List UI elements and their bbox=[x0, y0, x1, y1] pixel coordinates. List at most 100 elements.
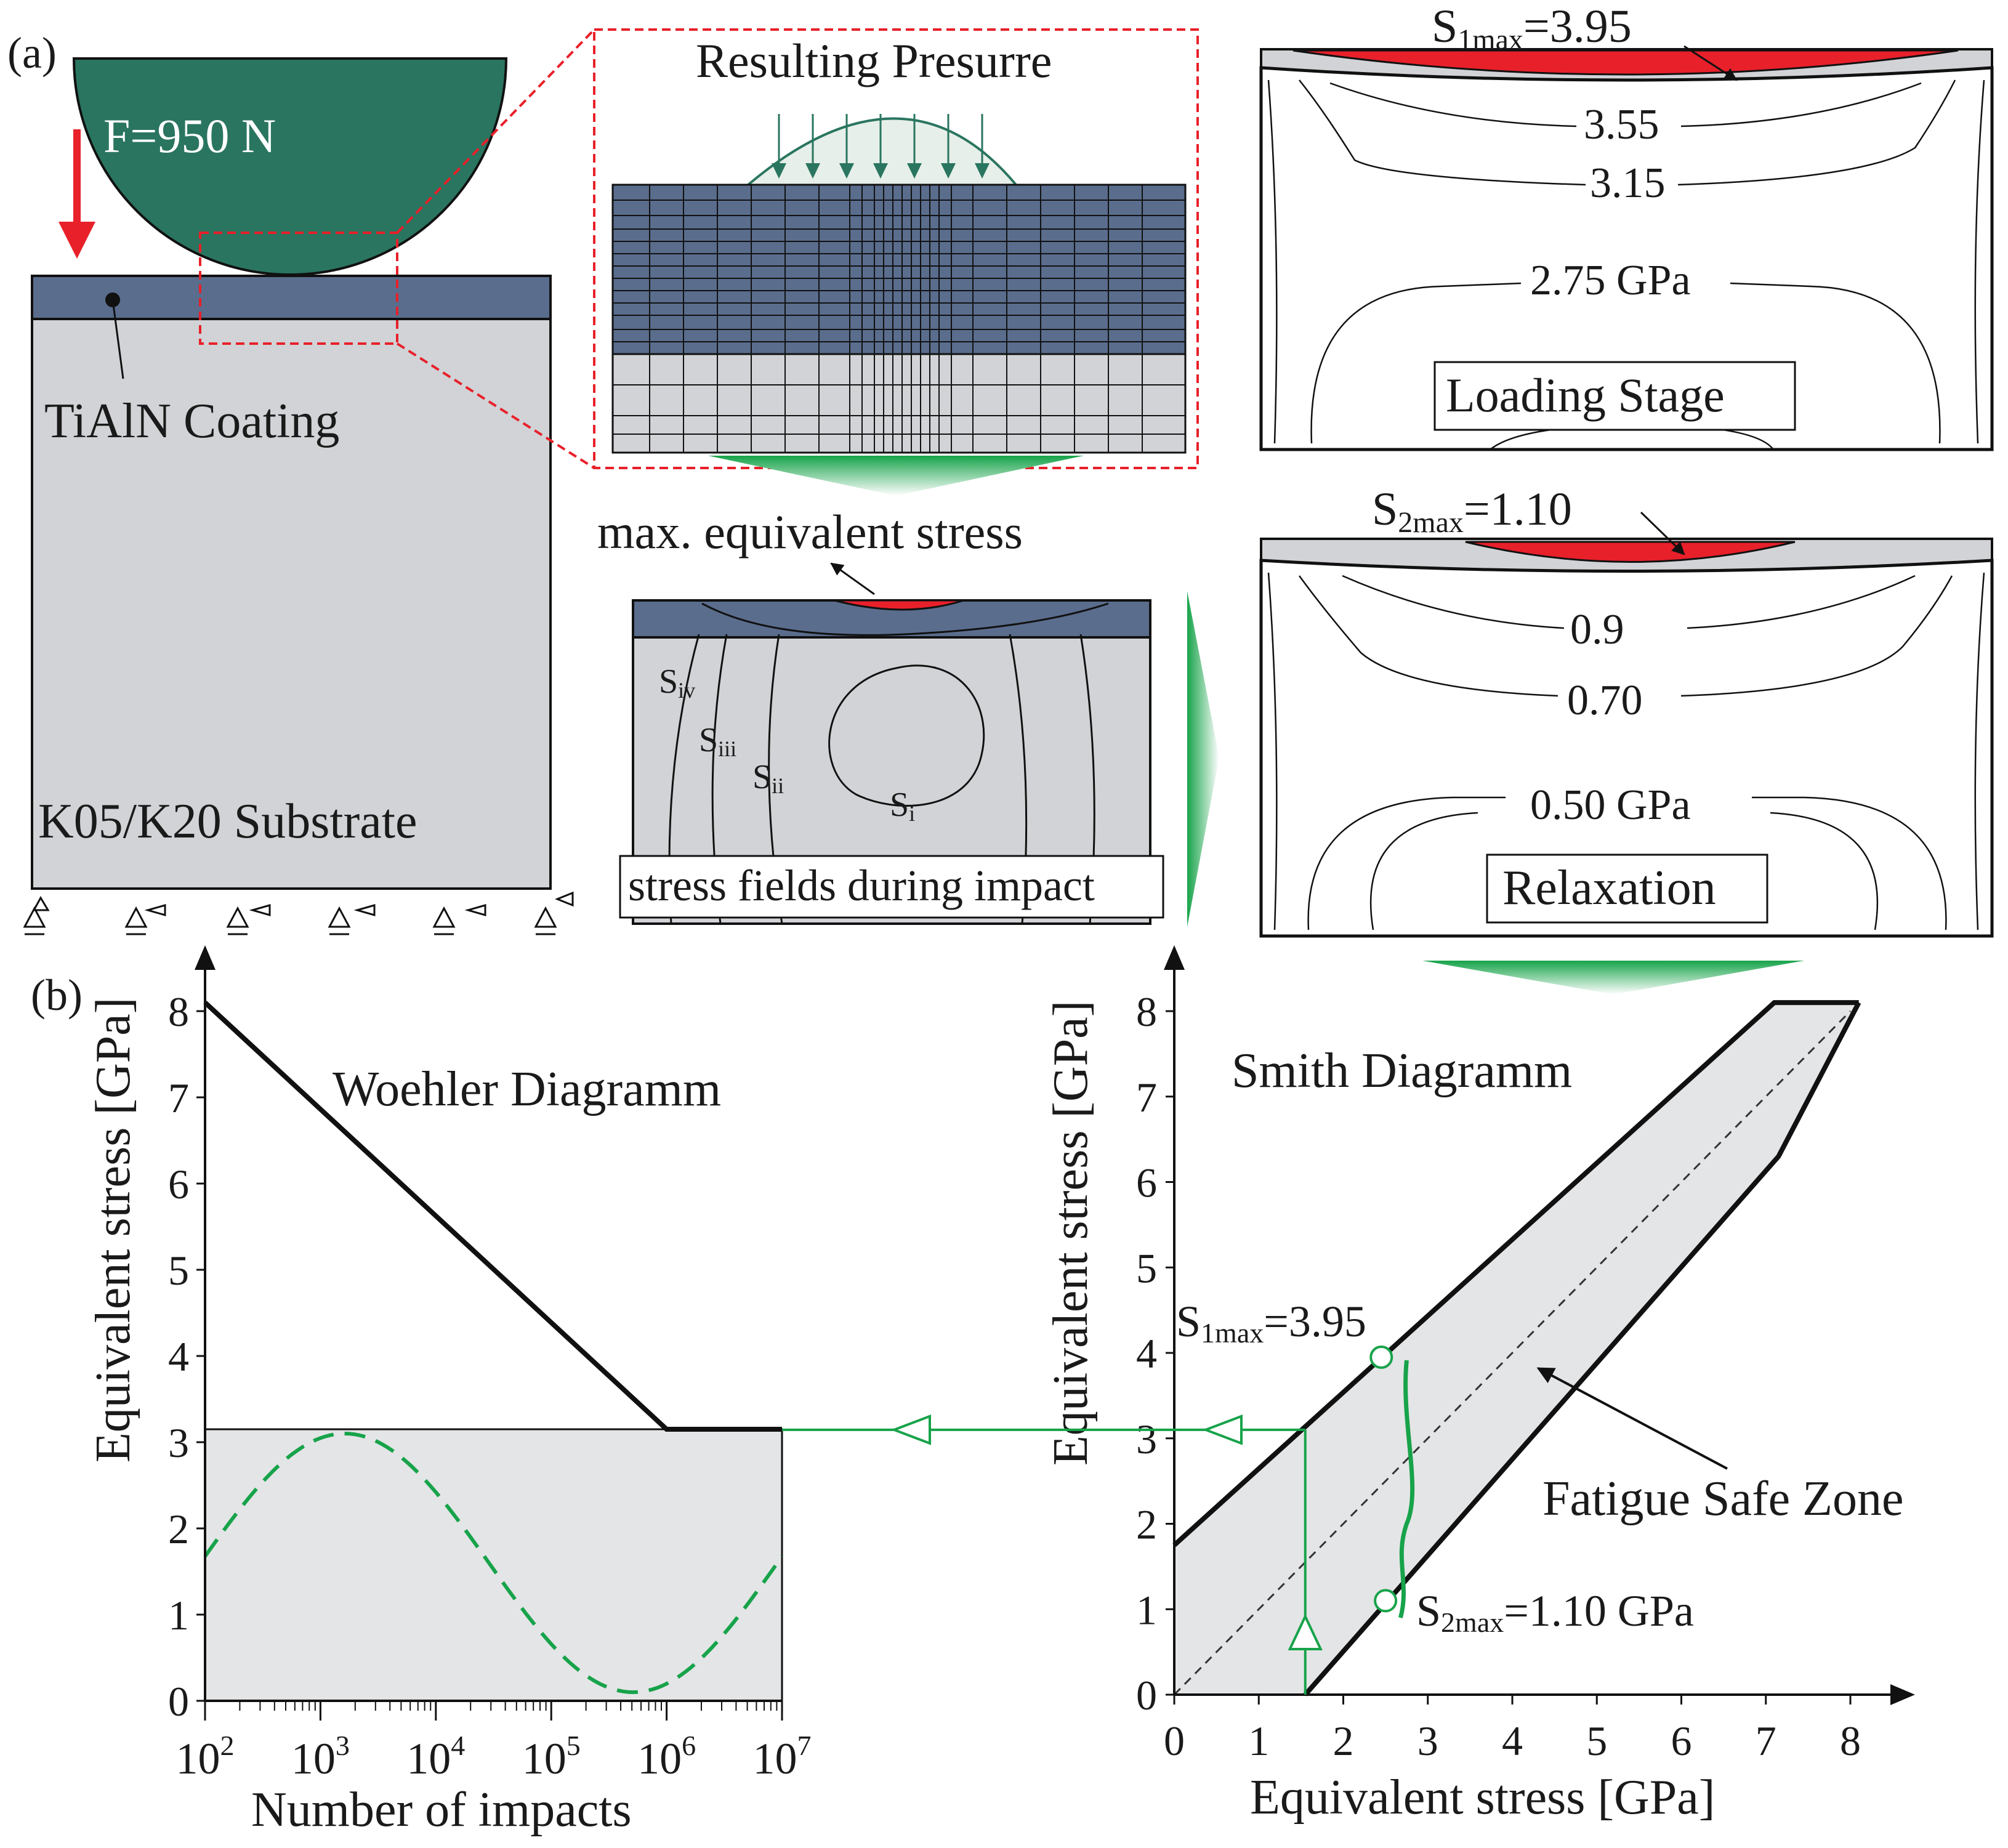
pressure-arrow-head bbox=[907, 163, 922, 179]
woehler-curve bbox=[203, 1001, 782, 1432]
woehler-y-axis-arrow bbox=[195, 945, 216, 970]
force-label: F=950 N bbox=[103, 109, 276, 163]
woehler-ylabel: Equivalent stress [GPa] bbox=[86, 998, 140, 1463]
pressure-arrow-head bbox=[941, 163, 956, 179]
woehler-x-tick-label: 104 bbox=[406, 1730, 465, 1783]
smith-point-s1max bbox=[1369, 1345, 1393, 1369]
woehler-x-tick-label: 105 bbox=[522, 1730, 581, 1783]
smith-x-tick-label: 6 bbox=[1671, 1717, 1692, 1764]
woehler-y-tick-label: 4 bbox=[168, 1333, 189, 1380]
relax-max-label: S2max=1.10 bbox=[1372, 483, 1572, 539]
smith-stress-path bbox=[1398, 1360, 1415, 1619]
loading-contour-3: 2.75 GPa bbox=[1530, 257, 1691, 304]
relax-contour-2: 0.70 bbox=[1567, 677, 1643, 724]
relax-contour-3: 0.50 GPa bbox=[1530, 781, 1691, 829]
relax-max-zone bbox=[1465, 541, 1796, 563]
woehler-y-tick-label: 7 bbox=[168, 1075, 189, 1121]
smith-x-tick-label: 8 bbox=[1840, 1717, 1861, 1764]
smith-s1-label: S1max=3.95 bbox=[1176, 1297, 1366, 1349]
connector-arrow-left-2 bbox=[1202, 1414, 1243, 1445]
relax-contours bbox=[1267, 572, 1985, 930]
loading-contour-1: 3.55 bbox=[1584, 101, 1659, 148]
smith-y-tick-label: 6 bbox=[1136, 1160, 1157, 1206]
down-arrow-2 bbox=[1422, 961, 1804, 995]
woehler-safe-region bbox=[204, 1428, 783, 1702]
loading-contours bbox=[1267, 79, 1985, 450]
smith-y-tick-label: 4 bbox=[1136, 1330, 1157, 1377]
svg-text:Siv: Siv bbox=[659, 663, 695, 703]
boundary-supports bbox=[23, 891, 574, 935]
smith-y-axis-arrow bbox=[1164, 945, 1185, 970]
woehler-y-tick-label: 0 bbox=[168, 1678, 189, 1725]
mesh-lines bbox=[612, 185, 1186, 453]
force-arrow-head bbox=[58, 222, 95, 259]
pressure-arrow-head bbox=[873, 163, 888, 179]
loading-max-pointer bbox=[1683, 45, 1738, 81]
loading-max-zone bbox=[1292, 49, 1959, 76]
woehler-x-tick-label: 103 bbox=[291, 1730, 350, 1783]
pressure-arrow-head bbox=[805, 163, 820, 179]
woehler-y-tick-label: 1 bbox=[168, 1592, 189, 1639]
loading-frame bbox=[1259, 66, 1994, 451]
relax-stage-box bbox=[1486, 853, 1768, 924]
smith-title: Smith Diagramm bbox=[1232, 1044, 1572, 1098]
loading-contour-2: 3.15 bbox=[1590, 159, 1666, 207]
svg-text:Siii: Siii bbox=[699, 721, 736, 761]
mesh-coating bbox=[611, 184, 1187, 355]
smith-y-tick-label: 7 bbox=[1136, 1074, 1157, 1121]
impact-max-zone bbox=[834, 599, 964, 611]
zoom-region bbox=[199, 232, 398, 345]
smith-s2-label: S2max=1.10 GPa bbox=[1416, 1586, 1694, 1638]
smith-zone-label: Fatigue Safe Zone bbox=[1542, 1472, 1903, 1526]
woehler-y-tick-label: 8 bbox=[168, 988, 189, 1035]
smith-x-tick-label: 1 bbox=[1248, 1717, 1269, 1764]
max-stress-arrow bbox=[830, 562, 875, 595]
smith-lower-limit bbox=[1303, 1001, 1861, 1697]
smith-y-tick-label: 5 bbox=[1136, 1245, 1157, 1291]
loading-stage-label: Loading Stage bbox=[1446, 368, 1725, 422]
right-arrow bbox=[1187, 591, 1219, 927]
svg-text:Si: Si bbox=[890, 786, 915, 826]
relax-stage-label: Relaxation bbox=[1502, 861, 1716, 915]
relax-contour-1: 0.9 bbox=[1570, 606, 1624, 653]
relax-max-pointer bbox=[1640, 511, 1685, 555]
max-stress-label: max. equivalent stress bbox=[597, 505, 1023, 559]
impact-field-labels: Siv Siii Sii Si bbox=[659, 663, 915, 826]
woehler-y-tick-label: 5 bbox=[168, 1247, 189, 1294]
pressure-title: Resulting Presurre bbox=[696, 34, 1052, 87]
relax-frame bbox=[1259, 559, 1994, 938]
smith-y-tick-label: 2 bbox=[1136, 1501, 1157, 1548]
smith-y-tick-label: 1 bbox=[1136, 1586, 1157, 1633]
pressure-arrow-head bbox=[772, 163, 786, 179]
connector-arrow-left-1 bbox=[890, 1414, 931, 1445]
smith-zone-pointer bbox=[1536, 1367, 1728, 1470]
pressure-arrow-head bbox=[839, 163, 854, 179]
woehler-y-tick-label: 3 bbox=[168, 1419, 189, 1466]
substrate-label: K05/K20 Substrate bbox=[38, 794, 417, 849]
smith-ylabel: Equivalent stress [GPa] bbox=[1044, 1001, 1098, 1466]
smith-mean-line bbox=[1173, 1010, 1852, 1696]
woehler-x-tick-label: 106 bbox=[637, 1730, 696, 1783]
stress-fields-box bbox=[619, 855, 1164, 919]
substrate-block bbox=[31, 275, 552, 890]
panel-a-label: (a) bbox=[7, 28, 57, 78]
zoom-line-top bbox=[396, 28, 595, 234]
smith-y-tick-label: 3 bbox=[1136, 1416, 1157, 1463]
pressure-arrow-head bbox=[975, 163, 990, 179]
woehler-y-tick-label: 6 bbox=[168, 1161, 189, 1208]
smith-y-tick-label: 0 bbox=[1136, 1672, 1157, 1719]
down-arrow-1 bbox=[708, 456, 1084, 496]
coating-pointer-line bbox=[111, 299, 124, 379]
woehler-xlabel: Number of impacts bbox=[251, 1783, 632, 1837]
loading-max-label: S1max=3.95 bbox=[1432, 1, 1632, 56]
panel-b-label: (b) bbox=[31, 970, 83, 1020]
svg-text:Sii: Sii bbox=[752, 758, 784, 798]
smith-x-tick-label: 0 bbox=[1164, 1717, 1185, 1764]
woehler-title: Woehler Diagramm bbox=[333, 1062, 721, 1116]
